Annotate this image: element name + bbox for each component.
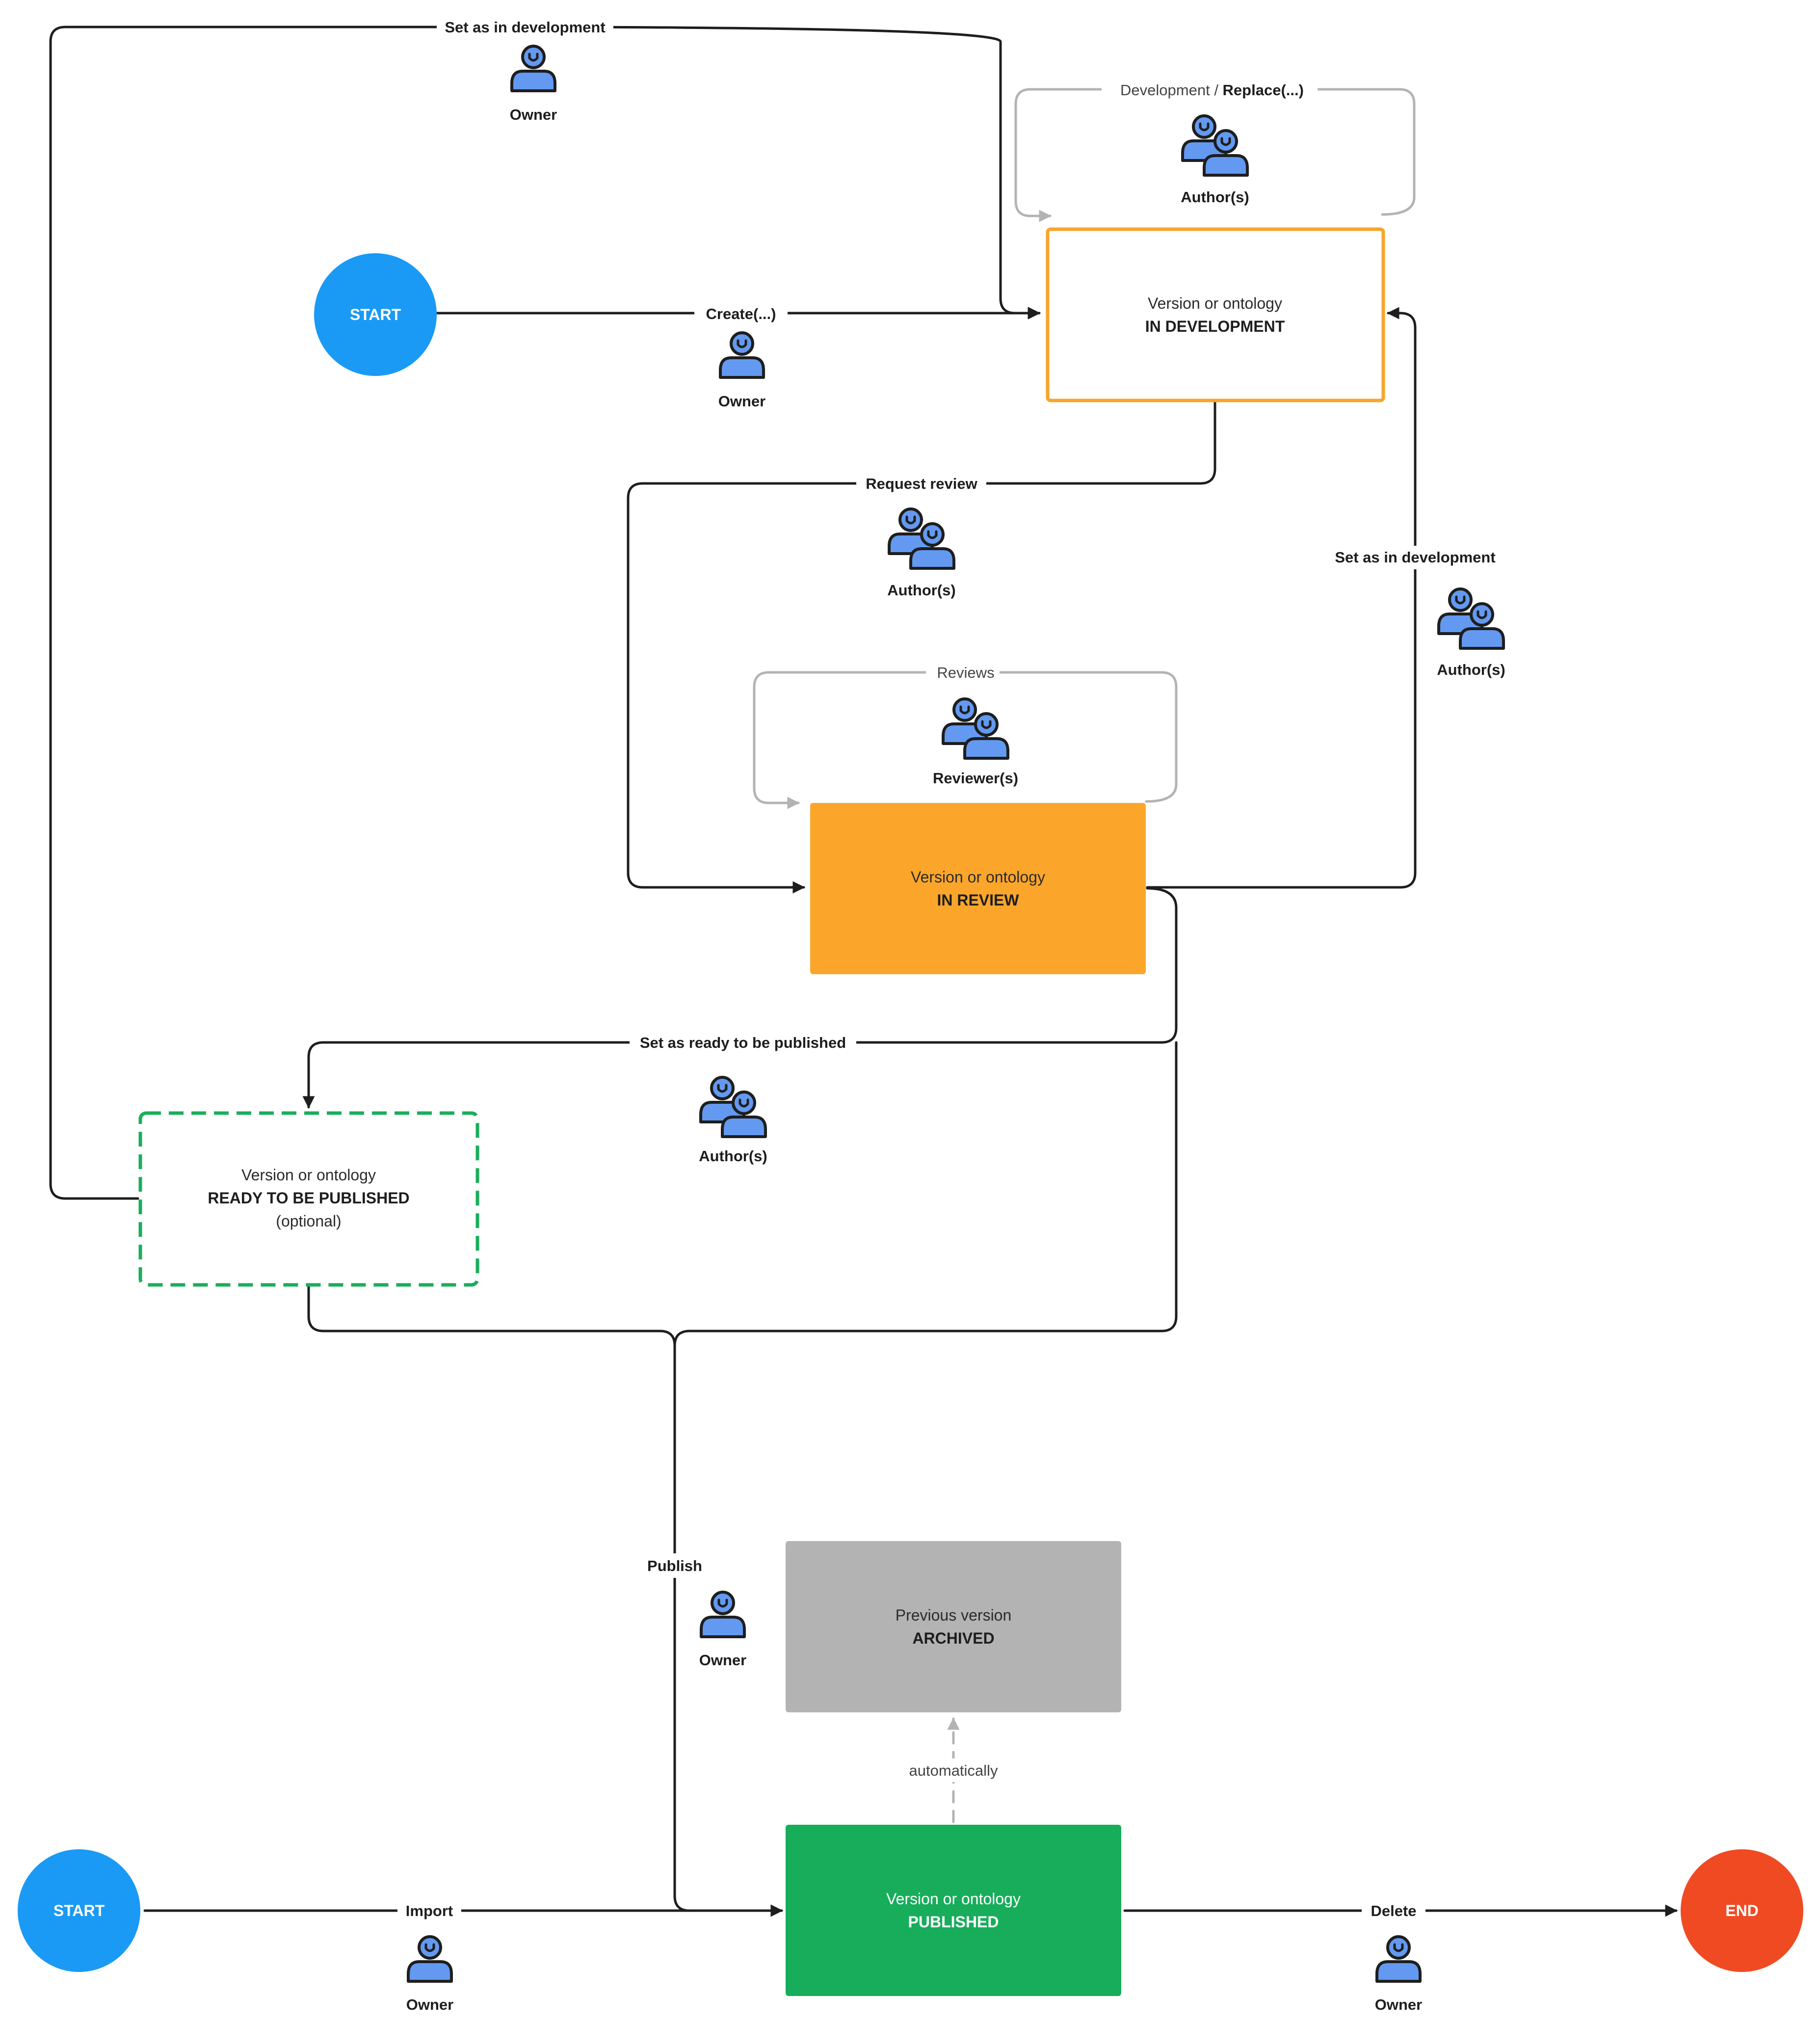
published-line1: Version or ontology <box>886 1890 1021 1908</box>
edge-label-set-as-in-development-top: Set as in development <box>445 19 605 36</box>
node-archived[interactable]: Previous version ARCHIVED <box>786 1541 1121 1712</box>
end-circle <box>1681 1849 1803 1972</box>
archived-line2: ARCHIVED <box>912 1629 994 1647</box>
person-icon <box>701 1592 744 1637</box>
node-in-review[interactable]: Version or ontology IN REVIEW <box>810 803 1146 974</box>
edge-label-import: Import <box>406 1902 453 1919</box>
in-review-box <box>810 803 1146 974</box>
end-label: END <box>1725 1902 1759 1919</box>
node-published[interactable]: Version or ontology PUBLISHED <box>786 1825 1121 1996</box>
role-label-reviewers: Reviewer(s) <box>933 770 1018 787</box>
role-label-owner: Owner <box>699 1651 746 1669</box>
role-label-authors: Author(s) <box>887 582 955 599</box>
edge-label-reviews: Reviews <box>937 664 994 681</box>
edge-label-development-part: Development / <box>1120 81 1223 99</box>
ready-line1: Version or ontology <box>241 1166 376 1184</box>
edge-reviews-loop <box>753 671 1178 809</box>
edge-request-review <box>627 401 1216 894</box>
edge-label-create: Create(...) <box>706 305 776 322</box>
role-label-authors: Author(s) <box>1437 661 1505 678</box>
start-circle <box>18 1849 140 1972</box>
edge-set-as-ready-to-be-published <box>302 887 1178 1109</box>
person-icon <box>408 1937 451 1981</box>
archived-line1: Previous version <box>896 1606 1012 1624</box>
start-circle <box>314 253 437 376</box>
people-icon <box>1183 116 1247 175</box>
in-review-line1: Version or ontology <box>911 868 1045 886</box>
start-label: START <box>53 1902 105 1919</box>
edge-label-request-review: Request review <box>866 475 977 492</box>
role-label-owner: Owner <box>1375 1996 1422 2013</box>
edge-label-set-as-ready-to-be-published: Set as ready to be published <box>640 1034 846 1051</box>
node-end[interactable]: END <box>1681 1849 1803 1972</box>
person-icon <box>512 46 555 91</box>
edge-set-as-in-development-right <box>1146 307 1417 889</box>
published-line2: PUBLISHED <box>908 1913 999 1931</box>
edge-label-set-as-in-development-right: Set as in development <box>1335 549 1495 566</box>
in-development-line2: IN DEVELOPMENT <box>1145 318 1285 335</box>
role-label-owner: Owner <box>406 1996 453 2013</box>
person-icon <box>720 333 764 377</box>
role-label-authors: Author(s) <box>1181 188 1249 206</box>
edge-development-replace-loop <box>1014 88 1416 222</box>
node-in-development[interactable]: Version or ontology IN DEVELOPMENT <box>1046 227 1385 402</box>
ready-line3: (optional) <box>276 1212 341 1230</box>
node-ready-to-be-published[interactable]: Version or ontology READY TO BE PUBLISHE… <box>138 1111 479 1287</box>
node-start-bottom[interactable]: START <box>18 1849 140 1972</box>
ready-box <box>138 1111 479 1287</box>
role-label-owner: Owner <box>718 393 765 410</box>
published-box <box>786 1825 1121 1996</box>
edge-label-delete: Delete <box>1371 1902 1416 1919</box>
role-label-authors: Author(s) <box>699 1147 767 1165</box>
people-icon <box>1439 589 1503 648</box>
people-icon <box>943 699 1008 758</box>
node-start-top[interactable]: START <box>314 253 437 376</box>
edge-label-publish: Publish <box>647 1557 702 1574</box>
role-label-owner: Owner <box>510 106 557 123</box>
edge-set-as-in-development-top <box>49 26 1040 1200</box>
edge-label-development-replace: Development / Replace(...) <box>1120 81 1304 99</box>
in-development-line1: Version or ontology <box>1148 294 1282 312</box>
edge-label-replace-part: Replace(...) <box>1223 81 1304 99</box>
ready-line2: READY TO BE PUBLISHED <box>208 1189 409 1207</box>
edge-label-automatically: automatically <box>909 1762 998 1779</box>
people-icon <box>701 1077 765 1137</box>
people-icon <box>889 509 954 568</box>
person-icon <box>1377 1937 1420 1981</box>
in-review-line2: IN REVIEW <box>937 891 1019 909</box>
archived-box <box>786 1541 1121 1712</box>
start-label: START <box>350 306 401 323</box>
in-development-box <box>1046 227 1385 402</box>
